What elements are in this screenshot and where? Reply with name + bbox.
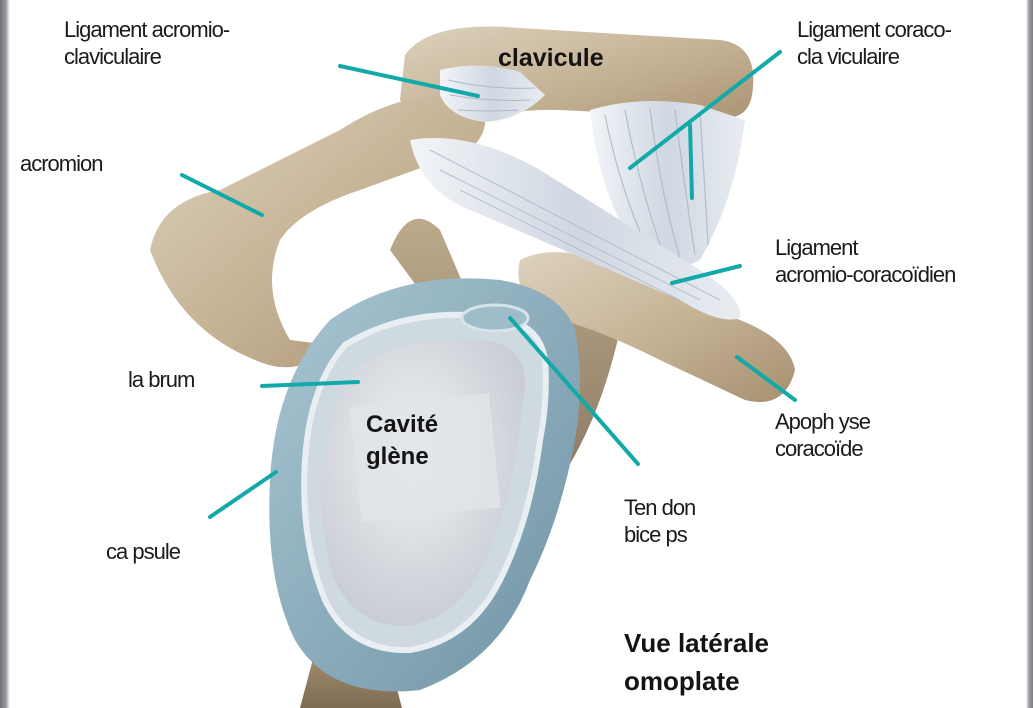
label-labrum: la brum: [128, 366, 194, 393]
label-cavite-glene: Cavité glène: [366, 409, 438, 473]
label-ligament-coraco-claviculaire: Ligament coraco- cla viculaire: [797, 16, 951, 70]
label-ligament-acromio-coracoidien: Ligament acromio-coracoïdien: [775, 234, 955, 288]
label-acromion: acromion: [20, 150, 102, 177]
leader-capsule: [210, 472, 276, 517]
label-apophyse-coracoide: Apoph yse coracoïde: [775, 408, 870, 462]
label-ligament-acromio-claviculaire: Ligament acromio- claviculaire: [64, 16, 229, 70]
label-capsule: ca psule: [106, 538, 180, 565]
label-tendon-biceps: Ten don bice ps: [624, 494, 695, 548]
label-clavicule: clavicule: [498, 42, 604, 74]
leader-coracoclavicular-2: [690, 125, 692, 198]
view-title: Vue latérale omoplate: [624, 624, 769, 700]
